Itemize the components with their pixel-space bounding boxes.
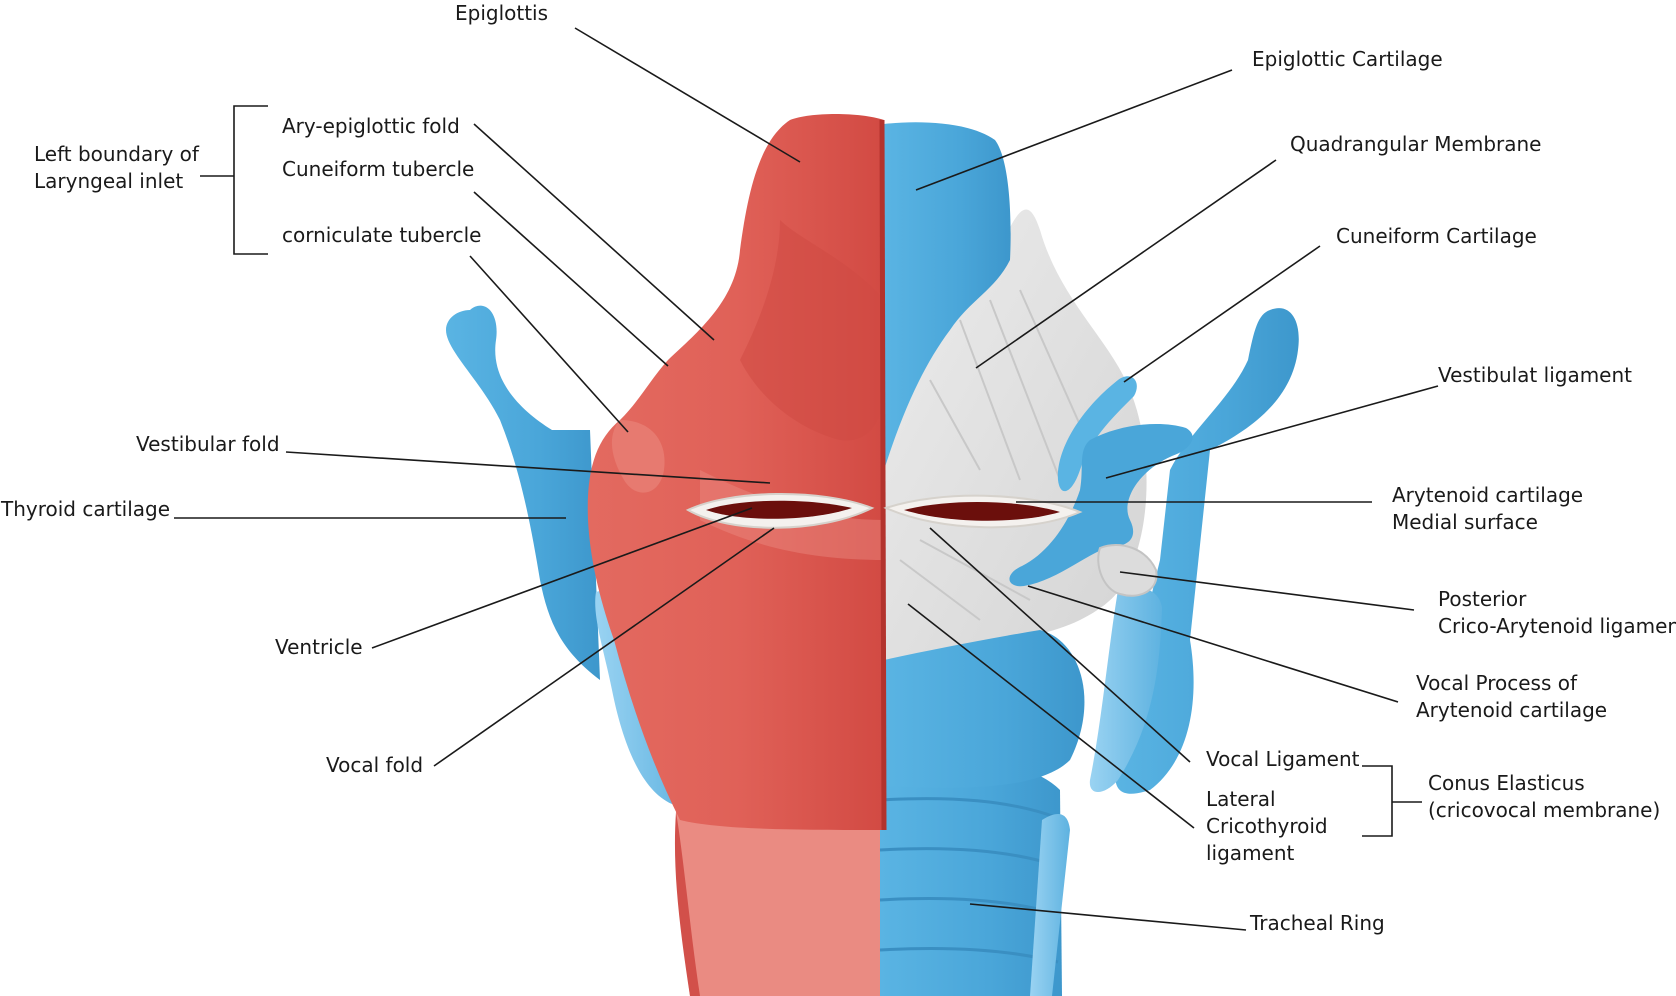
label-lateral-cricothyroid: Lateral Cricothyroid ligament — [1206, 786, 1328, 867]
posterior-crico-arytenoid-ligament — [1097, 544, 1158, 597]
label-ary-epiglottic-fold: Ary-epiglottic fold — [282, 114, 460, 138]
trachea-right — [879, 757, 1070, 996]
bracket-conus — [1362, 765, 1422, 837]
leader-ary-epiglottic — [473, 123, 715, 341]
label-vestibular-fold: Vestibular fold — [136, 432, 280, 456]
label-corniculate-tubercle: corniculate tubercle — [282, 223, 482, 247]
label-arytenoid-medial-surface: Arytenoid cartilage Medial surface — [1392, 482, 1583, 536]
cuneiform-cartilage — [1057, 376, 1137, 492]
vocal-fold-right — [883, 494, 1083, 529]
leader-vestibular-fold — [285, 451, 771, 484]
leader-ventricle — [371, 507, 753, 649]
label-posterior-line2: Crico-Arytenoid ligament — [1438, 614, 1676, 638]
thyroid-horn-right — [1115, 308, 1299, 794]
label-thyroid-cartilage: Thyroid cartilage — [1, 497, 171, 521]
mucosa-shade — [740, 220, 884, 441]
label-vestibulat-ligament: Vestibulat ligament — [1438, 363, 1633, 387]
leader-lateral-cricothyroid — [907, 603, 1195, 829]
label-left-boundary: Left boundary of Laryngeal inlet — [34, 141, 199, 195]
label-epiglottic-cartilage: Epiglottic Cartilage — [1252, 47, 1443, 71]
label-lateral-line2: Cricothyroid — [1206, 814, 1328, 838]
label-vocal-ligament: Vocal Ligament — [1206, 747, 1360, 771]
leader-tracheal-ring — [969, 903, 1247, 931]
thyroid-horn-left — [446, 305, 600, 680]
label-conus-line2: (cricovocal membrane) — [1428, 798, 1661, 822]
label-conus-line1: Conus Elasticus — [1428, 771, 1585, 795]
arytenoid-cartilage — [1009, 424, 1193, 587]
label-arytenoid-line2: Medial surface — [1392, 510, 1538, 534]
label-cuneiform-cartilage: Cuneiform Cartilage — [1336, 224, 1537, 248]
label-vocal-fold: Vocal fold — [326, 753, 424, 777]
vocal-fold-left — [685, 493, 875, 529]
trachea-left — [674, 802, 880, 996]
leader-cuneiform-cartilage — [1123, 245, 1321, 383]
leader-posterior-crico — [1119, 571, 1415, 611]
label-tracheal-ring: Tracheal Ring — [1250, 911, 1385, 935]
label-cuneiform-tubercle: Cuneiform tubercle — [282, 157, 475, 181]
leader-vocal-process — [1027, 585, 1399, 703]
label-conus-elasticus: Conus Elasticus (cricovocal membrane) — [1428, 770, 1660, 824]
leader-epiglottic-cartilage — [915, 69, 1233, 191]
label-arytenoid-line1: Arytenoid cartilage — [1392, 483, 1584, 507]
leader-vocal-fold — [433, 527, 775, 767]
label-posterior-crico-arytenoid: Posterior Crico-Arytenoid ligament — [1438, 586, 1676, 640]
bracket-left-boundary — [200, 105, 268, 255]
label-ventricle: Ventricle — [275, 635, 363, 659]
cricoid-front-right — [884, 630, 1085, 788]
leader-cuneiform-tubercle — [473, 191, 669, 367]
label-left-boundary-line2: Laryngeal inlet — [34, 169, 184, 193]
midline — [879, 119, 887, 831]
label-vocal-process: Vocal Process of Arytenoid cartilage — [1416, 670, 1607, 724]
label-posterior-line1: Posterior — [1438, 587, 1527, 611]
label-epiglottis: Epiglottis — [455, 1, 549, 25]
leader-vocal-ligament — [929, 527, 1191, 763]
label-lateral-line3: ligament — [1206, 841, 1295, 865]
label-quadrangular-membrane: Quadrangular Membrane — [1290, 132, 1542, 156]
epiglottic-cartilage — [884, 122, 1011, 470]
label-left-boundary-line1: Left boundary of — [34, 142, 199, 166]
leader-corniculate — [469, 255, 629, 433]
label-vocal-process-line2: Arytenoid cartilage — [1416, 698, 1608, 722]
label-lateral-line1: Lateral — [1206, 787, 1276, 811]
leader-quadrangular-membrane — [975, 159, 1277, 369]
cricoid-right — [1089, 586, 1162, 792]
label-vocal-process-line1: Vocal Process of — [1416, 671, 1578, 695]
leader-epiglottis — [574, 27, 801, 163]
leader-vestibulat-ligament — [1105, 385, 1439, 479]
